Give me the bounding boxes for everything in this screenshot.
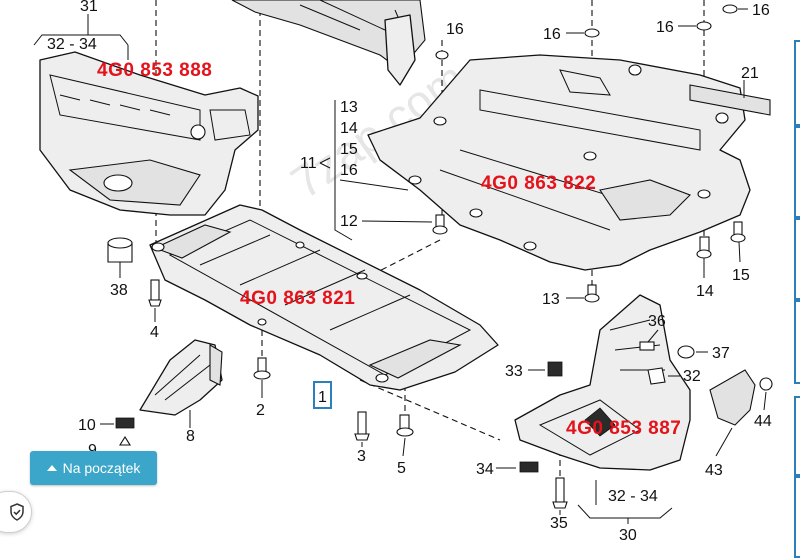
callout-36[interactable]: 36	[648, 313, 666, 330]
part-number-side-panel[interactable]: 4G0 853 887	[566, 418, 681, 439]
callout-32[interactable]: 32	[683, 368, 701, 385]
callout-13b[interactable]: 13	[542, 291, 560, 308]
callout-37[interactable]: 37	[712, 345, 730, 362]
callout-16a[interactable]: 16	[340, 162, 358, 179]
callout-15b[interactable]: 15	[732, 267, 750, 284]
callout-3[interactable]: 3	[357, 448, 366, 465]
fasteners	[107, 4, 773, 509]
callout-1[interactable]: 1	[318, 389, 327, 406]
callout-10[interactable]: 10	[78, 417, 96, 434]
callout-11[interactable]: 11	[300, 155, 317, 172]
callout-16c[interactable]: 16	[543, 26, 561, 43]
back-to-top-button[interactable]: Na początek	[30, 451, 157, 485]
callout-16b[interactable]: 16	[446, 21, 464, 38]
chevron-up-icon	[46, 465, 57, 471]
part-number-main-cover[interactable]: 4G0 863 821	[240, 288, 355, 309]
back-to-top-label: Na początek	[62, 460, 141, 476]
callout-2[interactable]: 2	[256, 402, 265, 419]
callouts: 31 32 - 34 13 14 15 16 11 12 16 16 16 16…	[47, 0, 772, 544]
leader-lines	[33, 8, 767, 524]
rear-underbody-cover	[367, 54, 751, 271]
right-panel-edge	[794, 0, 800, 558]
engine-component	[231, 0, 426, 86]
callout-38[interactable]: 38	[110, 282, 128, 299]
main-underbody-cover	[149, 204, 499, 391]
callout-9[interactable]: 9	[88, 442, 97, 459]
callout-8[interactable]: 8	[186, 428, 195, 445]
callout-range-top: 32 - 34	[47, 36, 97, 53]
bracket-43	[709, 369, 756, 426]
callout-43[interactable]: 43	[705, 462, 723, 479]
callout-31[interactable]: 31	[80, 0, 98, 15]
callout-range-bottom: 32 - 34	[608, 488, 658, 505]
callout-30[interactable]: 30	[619, 527, 637, 544]
shield-check-icon	[10, 503, 24, 521]
callout-44[interactable]: 44	[754, 413, 772, 430]
callout-34[interactable]: 34	[476, 461, 494, 478]
callout-1-box[interactable]	[313, 381, 332, 409]
callout-35[interactable]: 35	[550, 515, 568, 532]
side-panel	[514, 294, 691, 471]
bracket-21	[689, 84, 771, 116]
part-8-cover	[139, 339, 223, 416]
part-number-rear-cover[interactable]: 4G0 863 822	[481, 173, 596, 194]
front-bumper-support	[39, 51, 259, 216]
callout-16d[interactable]: 16	[656, 19, 674, 36]
part-numbers: 4G0 853 888 4G0 863 822 4G0 863 821 4G0 …	[97, 60, 681, 439]
callout-12[interactable]: 12	[340, 213, 358, 230]
part-number-front-bumper[interactable]: 4G0 853 888	[97, 60, 212, 81]
callout-15a[interactable]: 15	[340, 141, 358, 158]
callout-5[interactable]: 5	[397, 460, 406, 477]
callout-21[interactable]: 21	[741, 65, 759, 82]
callout-14b[interactable]: 14	[696, 283, 714, 300]
callout-4[interactable]: 4	[150, 324, 159, 341]
callout-16e[interactable]: 16	[752, 2, 770, 19]
callout-14a[interactable]: 14	[340, 120, 358, 137]
callout-33[interactable]: 33	[505, 363, 523, 380]
callout-13a[interactable]: 13	[340, 99, 358, 116]
